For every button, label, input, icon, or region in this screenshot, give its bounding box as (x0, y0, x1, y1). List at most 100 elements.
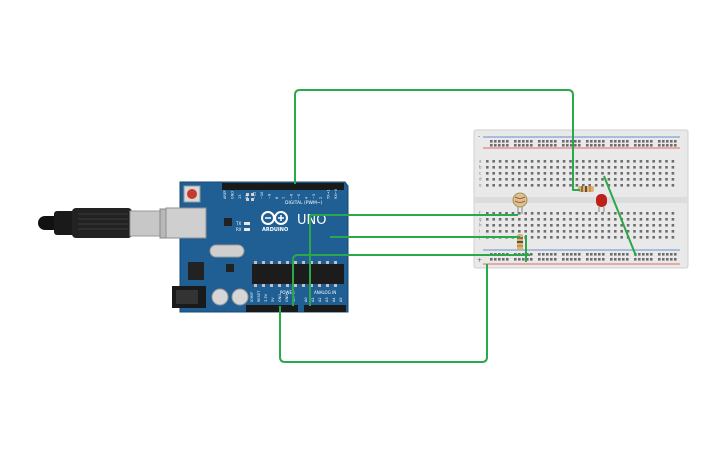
breadboard-hole[interactable] (588, 236, 591, 239)
breadboard-hole[interactable] (639, 166, 643, 169)
breadboard-hole[interactable] (618, 144, 621, 147)
breadboard-hole[interactable] (582, 184, 585, 187)
breadboard-hole[interactable] (590, 258, 593, 261)
breadboard-hole[interactable] (524, 218, 527, 221)
breadboard-hole[interactable] (492, 218, 495, 221)
breadboard-hole[interactable] (562, 236, 566, 239)
breadboard-hole[interactable] (638, 140, 641, 143)
breadboard-hole[interactable] (562, 258, 565, 261)
breadboard-hole[interactable] (594, 184, 598, 187)
breadboard-hole[interactable] (546, 144, 549, 147)
breadboard-hole[interactable] (562, 253, 565, 256)
breadboard-hole[interactable] (502, 144, 505, 147)
breadboard-hole[interactable] (642, 253, 645, 256)
breadboard-hole[interactable] (524, 178, 527, 181)
breadboard-hole[interactable] (582, 172, 585, 175)
breadboard-hole[interactable] (594, 140, 597, 143)
breadboard-hole[interactable] (543, 172, 547, 175)
breadboard-hole[interactable] (575, 218, 579, 221)
breadboard-hole[interactable] (486, 166, 489, 169)
breadboard-hole[interactable] (494, 144, 497, 147)
breadboard-hole[interactable] (543, 178, 547, 181)
breadboard-hole[interactable] (526, 140, 529, 143)
breadboard-hole[interactable] (607, 218, 611, 221)
breadboard-hole[interactable] (626, 218, 630, 221)
breadboard-hole[interactable] (601, 230, 604, 233)
breadboard-hole[interactable] (665, 230, 668, 233)
breadboard-hole[interactable] (665, 172, 668, 175)
breadboard-hole[interactable] (646, 140, 649, 143)
breadboard-hole[interactable] (554, 140, 557, 143)
breadboard-hole[interactable] (569, 172, 572, 175)
breadboard-hole[interactable] (634, 140, 637, 143)
breadboard-hole[interactable] (505, 166, 508, 169)
breadboard-hole[interactable] (594, 172, 598, 175)
breadboard-hole[interactable] (543, 184, 547, 187)
breadboard-hole[interactable] (518, 140, 521, 143)
breadboard-hole[interactable] (492, 166, 495, 169)
breadboard-hole[interactable] (578, 144, 581, 147)
breadboard-hole[interactable] (586, 258, 589, 261)
breadboard-hole[interactable] (524, 160, 527, 163)
breadboard-hole[interactable] (650, 253, 653, 256)
breadboard-hole[interactable] (550, 218, 553, 221)
red-led[interactable] (596, 194, 607, 212)
breadboard-hole[interactable] (610, 144, 613, 147)
breadboard-hole[interactable] (550, 253, 553, 256)
arduino-uno-board[interactable]: TX RX UNO ARDUINO DIGITAL (PWM~) POWER A… (165, 181, 349, 313)
breadboard-hole[interactable] (505, 172, 508, 175)
breadboard-hole[interactable] (550, 258, 553, 261)
breadboard-hole[interactable] (562, 184, 566, 187)
breadboard-hole[interactable] (665, 236, 668, 239)
breadboard-hole[interactable] (665, 224, 668, 227)
breadboard-hole[interactable] (486, 224, 489, 227)
breadboard-hole[interactable] (518, 218, 521, 221)
breadboard-hole[interactable] (543, 218, 547, 221)
breadboard-hole[interactable] (505, 230, 508, 233)
breadboard-hole[interactable] (524, 166, 527, 169)
breadboard-hole[interactable] (610, 253, 613, 256)
breadboard-hole[interactable] (652, 212, 655, 215)
breadboard-hole[interactable] (578, 258, 581, 261)
breadboard-hole[interactable] (518, 166, 521, 169)
breadboard-hole[interactable] (543, 224, 547, 227)
breadboard-hole[interactable] (588, 172, 591, 175)
breadboard-hole[interactable] (492, 178, 495, 181)
breadboard-hole[interactable] (588, 212, 591, 215)
breadboard-hole[interactable] (626, 172, 630, 175)
breadboard-hole[interactable] (570, 258, 573, 261)
breadboard-hole[interactable] (671, 184, 675, 187)
breadboard-hole[interactable] (505, 212, 508, 215)
breadboard-hole[interactable] (562, 212, 566, 215)
breadboard-hole[interactable] (530, 160, 534, 163)
breadboard-hole[interactable] (670, 258, 673, 261)
breadboard-hole[interactable] (492, 230, 495, 233)
breadboard-hole[interactable] (620, 212, 623, 215)
breadboard-hole[interactable] (586, 144, 589, 147)
breadboard-hole[interactable] (639, 212, 643, 215)
breadboard-hole[interactable] (498, 258, 501, 261)
breadboard-hole[interactable] (511, 224, 515, 227)
breadboard-hole[interactable] (556, 172, 559, 175)
breadboard-hole[interactable] (646, 166, 649, 169)
breadboard-hole[interactable] (610, 258, 613, 261)
breadboard-hole[interactable] (556, 230, 559, 233)
breadboard-hole[interactable] (665, 212, 668, 215)
breadboard-hole[interactable] (537, 236, 540, 239)
breadboard-hole[interactable] (537, 212, 540, 215)
breadboard-hole[interactable] (566, 144, 569, 147)
breadboard-hole[interactable] (602, 253, 605, 256)
breadboard-hole[interactable] (665, 184, 668, 187)
breadboard-hole[interactable] (594, 144, 597, 147)
breadboard-hole[interactable] (671, 236, 675, 239)
breadboard-hole[interactable] (524, 230, 527, 233)
breadboard-hole[interactable] (639, 160, 643, 163)
breadboard-hole[interactable] (562, 218, 566, 221)
breadboard-hole[interactable] (530, 224, 534, 227)
breadboard-hole[interactable] (506, 140, 509, 143)
breadboard-hole[interactable] (614, 236, 617, 239)
breadboard-hole[interactable] (652, 184, 655, 187)
breadboard-hole[interactable] (594, 218, 598, 221)
breadboard-hole[interactable] (633, 166, 636, 169)
